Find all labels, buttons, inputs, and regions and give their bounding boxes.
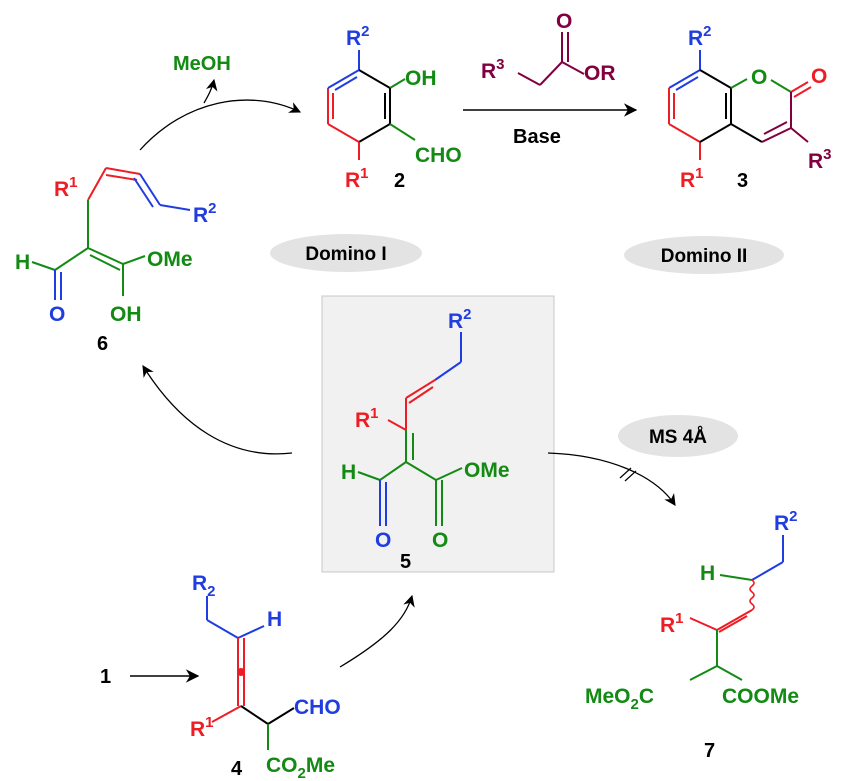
domino2-label: Domino II bbox=[661, 246, 748, 267]
svg-text:H: H bbox=[341, 461, 356, 484]
compound-number-4: 4 bbox=[231, 758, 243, 780]
svg-text:MeO2C: MeO2C bbox=[585, 685, 654, 713]
base-label: Base bbox=[513, 126, 561, 148]
ms-label: MS 4Å bbox=[649, 427, 707, 448]
svg-text:H: H bbox=[15, 251, 30, 274]
oval-domino2 bbox=[624, 236, 784, 274]
highlight-box-5 bbox=[321, 295, 555, 573]
arrow-6-to-2 bbox=[139, 99, 302, 151]
svg-text:R1: R1 bbox=[54, 174, 78, 201]
compound-4: R2 H R1 CHO 4 CO2Me bbox=[190, 572, 341, 781]
svg-text:R3: R3 bbox=[808, 146, 832, 173]
compound-3: R2 O O R3 R1 3 bbox=[668, 23, 832, 192]
svg-text:OR: OR bbox=[584, 62, 616, 85]
svg-text:R2: R2 bbox=[774, 508, 798, 535]
arrow-5-to-7 bbox=[547, 452, 676, 506]
compound-number-7: 7 bbox=[704, 740, 715, 762]
compound-5: R2 R1 H OMe O O 5 bbox=[341, 306, 510, 573]
svg-text:O: O bbox=[375, 529, 391, 552]
svg-text:CHO: CHO bbox=[294, 696, 341, 719]
oval-domino1 bbox=[270, 234, 422, 272]
svg-text:O: O bbox=[556, 10, 572, 33]
compound-number-6: 6 bbox=[97, 333, 108, 355]
arrow-5-to-6 bbox=[142, 365, 293, 455]
svg-text:R2: R2 bbox=[192, 572, 216, 600]
svg-text:H: H bbox=[700, 562, 715, 585]
svg-text:H: H bbox=[267, 608, 282, 631]
compound-6: R1 R2 H OMe O OH 6 bbox=[15, 167, 217, 355]
svg-text:O: O bbox=[751, 66, 767, 89]
svg-text:R2: R2 bbox=[448, 306, 472, 333]
svg-text:O: O bbox=[49, 303, 65, 326]
svg-text:OH: OH bbox=[405, 67, 437, 90]
svg-text:R2: R2 bbox=[688, 23, 712, 50]
compound-number-5: 5 bbox=[400, 551, 411, 573]
svg-text:CHO: CHO bbox=[415, 144, 462, 167]
meoh-label: MeOH bbox=[173, 53, 231, 75]
compound-number-1: 1 bbox=[100, 666, 111, 688]
svg-text:R3: R3 bbox=[481, 56, 505, 83]
svg-text:O: O bbox=[811, 65, 827, 88]
svg-text:R1: R1 bbox=[355, 405, 379, 432]
arrow-4-to-5 bbox=[339, 594, 415, 668]
svg-text:OMe: OMe bbox=[147, 248, 193, 271]
svg-text:O: O bbox=[432, 529, 448, 552]
svg-text:OMe: OMe bbox=[464, 459, 510, 482]
compound-number-3: 3 bbox=[737, 170, 748, 192]
svg-text:OH: OH bbox=[110, 303, 142, 326]
compound-7: R2 H R1 MeO2C COOMe 7 bbox=[585, 508, 799, 762]
reagent-ester: R3 O OR bbox=[481, 10, 616, 86]
arrow-5-to-7-cross-b bbox=[624, 470, 637, 482]
svg-text:R1: R1 bbox=[680, 165, 704, 192]
oval-ms bbox=[618, 415, 738, 457]
svg-text:R2: R2 bbox=[193, 200, 217, 227]
compound-2: R2 OH CHO R1 2 bbox=[327, 23, 462, 192]
svg-text:R1: R1 bbox=[190, 714, 214, 741]
svg-text:R2: R2 bbox=[346, 23, 370, 50]
svg-text:R1: R1 bbox=[345, 165, 369, 192]
domino1-label: Domino I bbox=[305, 244, 386, 265]
svg-text:COOMe: COOMe bbox=[722, 685, 799, 708]
svg-text:R1: R1 bbox=[660, 610, 684, 637]
compound-number-2: 2 bbox=[394, 170, 405, 192]
svg-text:CO2Me: CO2Me bbox=[266, 754, 335, 781]
arrow-meoh-release bbox=[203, 78, 218, 104]
arrow-5-to-7-cross-a bbox=[619, 467, 632, 479]
